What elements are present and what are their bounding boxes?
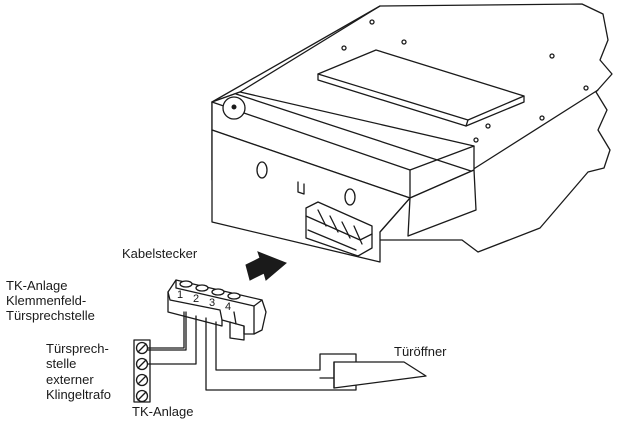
label-tk-anlage-block-line-3: Türsprechstelle [6, 308, 95, 323]
label-trafo-line-2: Klingeltrafo [46, 387, 111, 402]
door-opener-symbol [333, 361, 427, 389]
terminal-block [133, 339, 151, 403]
terminal-screw-2 [135, 357, 149, 371]
terminal-screw-4 [135, 389, 149, 403]
terminal-number-4: 4 [225, 301, 231, 313]
terminal-screw-1 [135, 341, 149, 355]
label-tk-anlage-block-line-2: Klemmenfeld- [6, 293, 86, 308]
terminal-screw-3 [135, 373, 149, 387]
label-tuersprechstelle-line-1: Türsprech- [46, 341, 109, 356]
terminal-number-1: 1 [177, 289, 183, 301]
cable-plug: 1 2 3 4 [167, 279, 267, 341]
label-tk-anlage-block-line-1: TK-Anlage [6, 278, 67, 293]
label-kabelstecker: Kabelstecker [122, 246, 198, 261]
label-tuersprechstelle-line-2: stelle [46, 356, 76, 371]
label-trafo-line-1: externer [46, 372, 94, 387]
terminal-number-2: 2 [193, 293, 199, 305]
connector-socket [305, 201, 373, 257]
terminal-number-3: 3 [209, 297, 215, 309]
label-tueroeffner: Türöffner [394, 344, 447, 359]
insert-arrow [245, 251, 287, 281]
device-housing [211, 3, 613, 263]
label-tk-anlage: TK-Anlage [132, 404, 193, 419]
